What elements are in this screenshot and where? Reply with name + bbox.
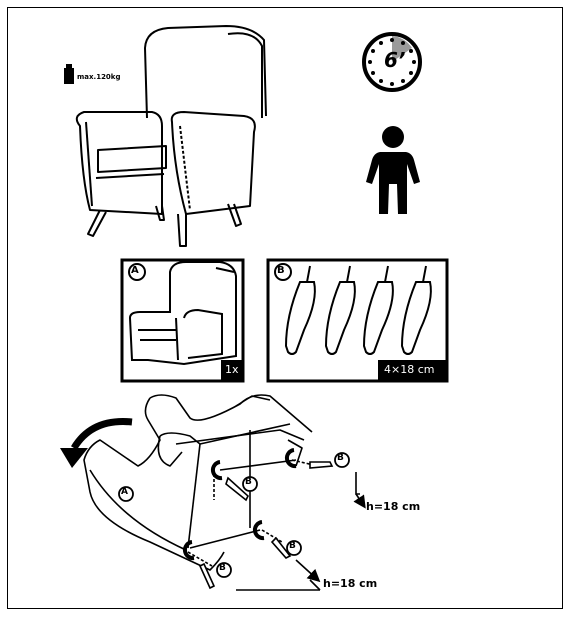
- part-a-quantity: 1x: [225, 363, 239, 376]
- assembly-part-b-letter-3: B: [219, 563, 226, 573]
- armchair-drawing: [75, 25, 267, 247]
- part-b-box: [266, 258, 449, 383]
- screw-arrows: [182, 448, 297, 561]
- assembly-part-b-letter-2: B: [337, 453, 344, 463]
- assembly-part-a-letter: A: [121, 487, 128, 497]
- instruction-frame: [7, 7, 563, 609]
- clock-icon: [362, 32, 422, 92]
- assembly-part-b-markers: [216, 452, 350, 578]
- clock-time-text: 6’: [384, 48, 406, 72]
- part-a-box: [120, 258, 245, 383]
- weight-icon: [64, 64, 74, 84]
- part-a-letter: A: [131, 265, 139, 276]
- assembly-part-b-letter-4: B: [289, 541, 296, 551]
- height-label-upper: h=18 cm: [366, 500, 421, 513]
- assembly-legs: [198, 461, 334, 590]
- height-callouts: [236, 472, 366, 591]
- height-label-lower: h=18 cm: [323, 577, 378, 590]
- assembly-part-b-letter-1: B: [245, 477, 252, 487]
- assembly-part-a-marker: [118, 486, 134, 502]
- part-b-letter: B: [277, 265, 285, 276]
- weight-limit-text: max.120kg: [77, 73, 121, 81]
- person-icon: [366, 126, 420, 214]
- part-b-quantity: 4×18 cm: [384, 363, 435, 376]
